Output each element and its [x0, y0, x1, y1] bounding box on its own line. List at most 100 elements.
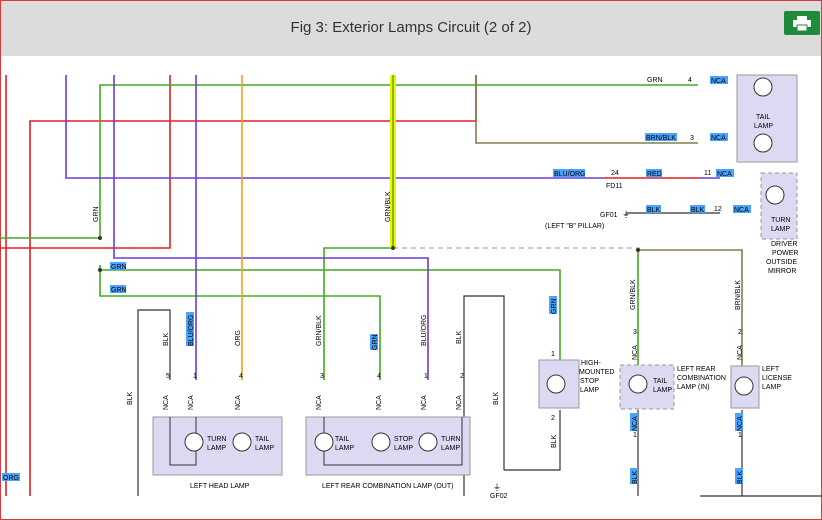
label-rc-grnblk: GRN/BLK [316, 315, 323, 346]
lamp-bulb-icon [546, 374, 566, 394]
tail-lamp-top-l1: TAIL [756, 114, 770, 121]
splice-dot [636, 248, 640, 252]
wire-brown-top [475, 75, 698, 144]
nca-label: NCA [717, 171, 732, 178]
rc-stop-l1: STOP [394, 436, 413, 443]
wire-label-highlight [110, 262, 126, 270]
pin-lrc3: 3 [633, 329, 637, 336]
lamp-bulb-icon [628, 374, 648, 394]
label-blk-gf01-a: BLK [647, 207, 661, 214]
label-grn-vert-left: GRN [93, 206, 100, 222]
label-grn-h2: GRN [111, 287, 127, 294]
ground-gf01-icon: ⏚ [622, 210, 630, 219]
print-button[interactable] [784, 11, 820, 35]
turn-lamp-mirror-l2: LAMP [771, 226, 790, 233]
driver-mirror-l3: OUTSIDE [766, 259, 797, 266]
wire-label-highlight [549, 296, 557, 314]
wire-grn-top [99, 84, 698, 238]
wire-grn-h2 [99, 270, 381, 380]
wire-purple-top [65, 75, 604, 179]
nca-label: NCA [376, 395, 383, 410]
pin-12: 12 [714, 206, 722, 213]
nca-label: NCA [737, 345, 744, 360]
label-grn-blk-vert: GRN/BLK [385, 191, 392, 222]
driver-mirror-l4: MIRROR [768, 268, 796, 275]
wire-blk-gf02 [504, 410, 561, 471]
lrc-in-tail-l2: LAMP [653, 387, 672, 394]
wire-grn-blk-mid [323, 247, 392, 380]
label-lrc-blk: BLK [632, 470, 639, 484]
label-hl-blk: BLK [163, 332, 170, 346]
pin-hm2: 2 [551, 415, 555, 422]
wire-label-highlight [646, 169, 662, 177]
wire-grn-h1 [99, 265, 561, 372]
nca-highlight [710, 133, 728, 141]
rc-turn-l1: TURN [441, 436, 460, 443]
nca-label: NCA [163, 395, 170, 410]
wire-blk-right [463, 295, 505, 496]
connector-gf01: GF01 [600, 212, 618, 219]
nca-highlight [735, 413, 743, 431]
nca-label: NCA [235, 395, 242, 410]
lamp-bulb-icon [753, 133, 773, 153]
rc-tail-l1: TAIL [335, 436, 349, 443]
lamp-bulb-icon [184, 432, 204, 452]
driver-mirror-l1: DRIVER [771, 241, 797, 248]
label-grn-h1: GRN [111, 264, 127, 271]
label-hl-bluorg: BLU/ORG [188, 314, 195, 346]
splice-dot [98, 236, 102, 240]
label-blu-org-top: BLU/ORG [554, 171, 586, 178]
pin-3-top: 3 [690, 135, 694, 142]
nca-label: NCA [737, 416, 744, 431]
wire-label-highlight [2, 473, 20, 481]
splice-dot [391, 246, 395, 250]
pin-4-top: 4 [688, 77, 692, 84]
driver-mirror-l2: POWER [772, 250, 798, 257]
label-org-bottom-left: ORG [3, 475, 19, 482]
pin-hm1: 1 [551, 351, 555, 358]
head-turn-l1: TURN [207, 436, 226, 443]
wire-label-highlight [646, 205, 661, 213]
head-tail-l1: TAIL [255, 436, 269, 443]
connector-gf02: GF02 [490, 493, 508, 500]
wire-label-highlight [630, 468, 638, 484]
turn-lamp-mirror-l1: TURN [771, 217, 790, 224]
wire-label-highlight [690, 205, 705, 213]
connector-fd11: FD11 [606, 183, 623, 190]
label-rc-bluorg: BLU/ORG [421, 314, 428, 346]
lamp-bulb-icon [765, 185, 785, 205]
pin-24: 24 [611, 170, 619, 177]
left-head-lamp-label: LEFT HEAD LAMP [190, 483, 250, 490]
left-rear-combination-out-label: LEFT REAR COMBINATION LAMP (OUT) [322, 483, 453, 490]
ground-gf02-icon: ⏚ [493, 483, 501, 492]
splices [98, 236, 640, 272]
header-bar: Fig 3: Exterior Lamps Circuit (2 of 2) [1, 1, 821, 56]
label-blk-gf01-b: BLK [691, 207, 705, 214]
pin-rc1: 1 [424, 373, 428, 380]
lrc-in-label-l1: LEFT REAR [677, 366, 715, 373]
label-grn-hm: GRN [551, 298, 558, 314]
label-brn-blk-right: BRN/BLK [735, 280, 742, 310]
lamp-bulb-icon [371, 432, 391, 452]
note-b-pillar: (LEFT "B" PILLAR) [545, 223, 604, 230]
pin-lic2: 2 [738, 329, 742, 336]
wire-label-highlight [110, 285, 126, 293]
lrc-in-tail-l1: TAIL [653, 378, 667, 385]
label-blk-left: BLK [127, 391, 134, 405]
label-grn-blk-right: GRN/BLK [630, 279, 637, 310]
splice-dot [98, 268, 102, 272]
hmsl-l3: STOP [580, 378, 599, 385]
nca-label: NCA [734, 207, 749, 214]
nca-label: NCA [188, 395, 195, 410]
lamp-bulb-icon [418, 432, 438, 452]
label-grn-top: GRN [647, 77, 663, 84]
printer-icon [793, 16, 811, 32]
wire-label-highlight [735, 468, 743, 484]
wire-purple-mid [113, 75, 429, 380]
pin-rc2: 2 [460, 373, 464, 380]
head-turn-l2: LAMP [207, 445, 226, 452]
rc-tail-l2: LAMP [335, 445, 354, 452]
label-brn-blk-top: BRN/BLK [646, 135, 676, 142]
label-hm-blk: BLK [551, 434, 558, 448]
